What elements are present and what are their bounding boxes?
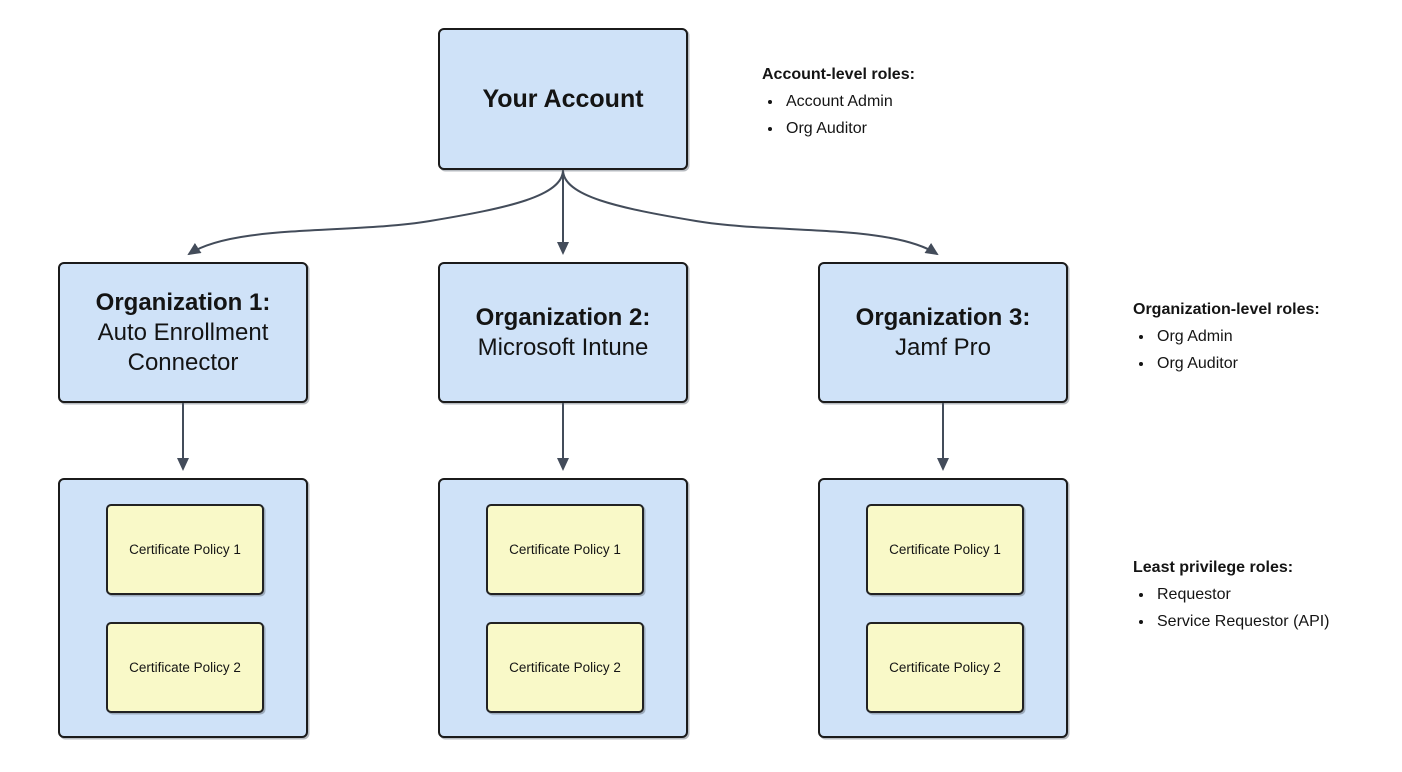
org1-subtitle: Auto Enrollment Connector	[97, 318, 269, 376]
org2-certificate-policy-1: Certificate Policy 1	[486, 504, 644, 595]
account-node: Your Account	[438, 28, 688, 170]
organization-level-roles-heading: Organization-level roles:	[1133, 301, 1320, 318]
org2-policy-container: Certificate Policy 1 Certificate Policy …	[438, 478, 688, 738]
org1-certificate-policy-2: Certificate Policy 2	[106, 622, 264, 713]
role-item: Org Admin	[1154, 323, 1320, 350]
org3-title: Organization 3:	[855, 303, 1031, 331]
org2-subtitle: Microsoft Intune	[477, 333, 649, 361]
account-level-roles-heading: Account-level roles:	[762, 66, 915, 83]
account-label: Your Account	[482, 85, 644, 113]
org3-certificate-policy-1: Certificate Policy 1	[866, 504, 1024, 595]
org3-node: Organization 3: Jamf Pro	[818, 262, 1068, 403]
org1-node: Organization 1: Auto Enrollment Connecto…	[58, 262, 308, 403]
arrow-account-to-org3	[562, 169, 939, 256]
least-privilege-roles-heading: Least privilege roles:	[1133, 559, 1294, 576]
org2-node: Organization 2: Microsoft Intune	[438, 262, 688, 403]
role-item: Service Requestor (API)	[1154, 608, 1330, 635]
account-level-roles-list: Account Admin Org Auditor	[762, 88, 915, 142]
org1-policy-container: Certificate Policy 1 Certificate Policy …	[58, 478, 308, 738]
organization-level-roles-list: Org Admin Org Auditor	[1133, 323, 1320, 377]
role-item: Account Admin	[783, 88, 915, 115]
least-privilege-roles-annotation: Least privilege roles: Requestor Service…	[1133, 555, 1330, 635]
org1-certificate-policy-1: Certificate Policy 1	[106, 504, 264, 595]
organization-level-roles-annotation: Organization-level roles: Org Admin Org …	[1133, 297, 1320, 377]
arrow-account-to-org1	[187, 169, 564, 256]
role-item: Org Auditor	[1154, 350, 1320, 377]
org3-subtitle: Jamf Pro	[894, 333, 992, 361]
org2-title: Organization 2:	[475, 303, 651, 331]
org1-title: Organization 1:	[95, 288, 271, 316]
account-level-roles-annotation: Account-level roles: Account Admin Org A…	[762, 62, 915, 142]
org3-policy-container: Certificate Policy 1 Certificate Policy …	[818, 478, 1068, 738]
role-item: Org Auditor	[783, 115, 915, 142]
org2-certificate-policy-2: Certificate Policy 2	[486, 622, 644, 713]
org3-certificate-policy-2: Certificate Policy 2	[866, 622, 1024, 713]
least-privilege-roles-list: Requestor Service Requestor (API)	[1133, 581, 1330, 635]
role-item: Requestor	[1154, 581, 1330, 608]
